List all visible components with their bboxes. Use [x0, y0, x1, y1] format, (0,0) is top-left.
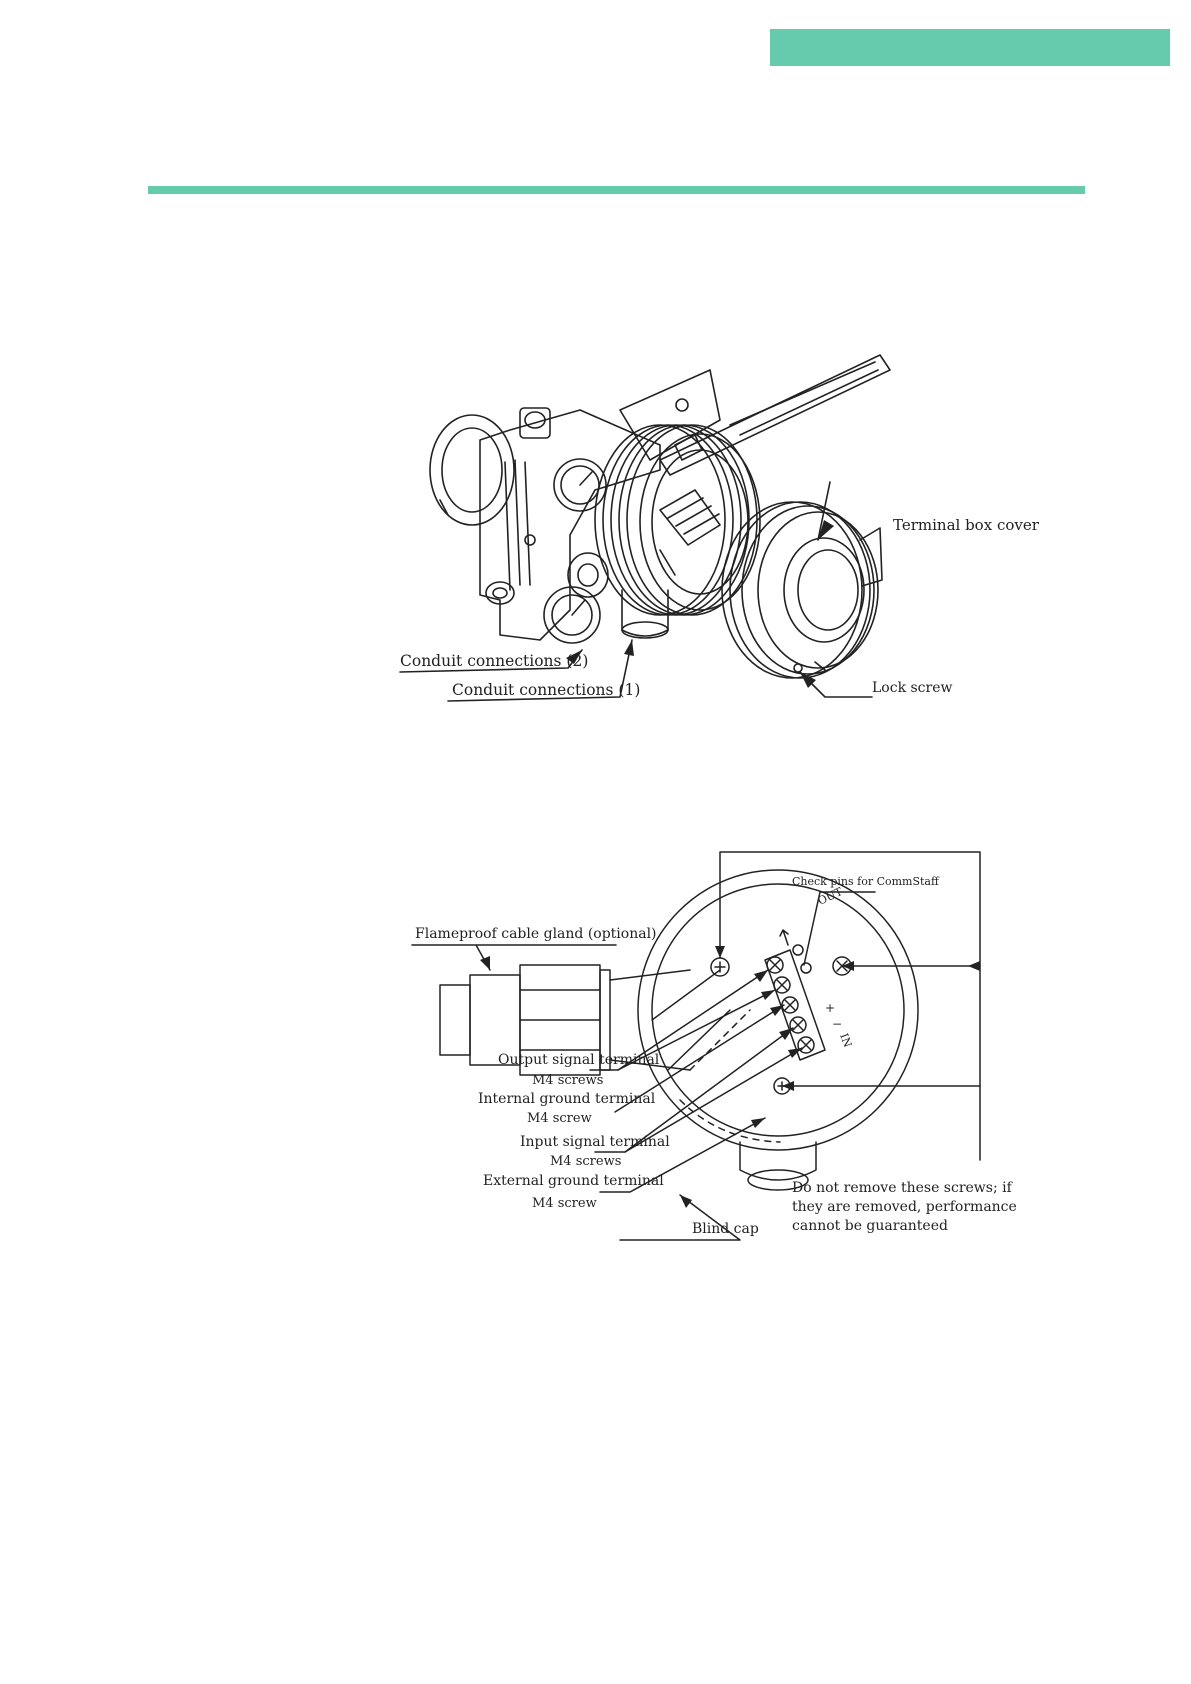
- in-mark: IN: [837, 1032, 854, 1050]
- check-pins-label: Check pins for CommStaff: [792, 875, 940, 888]
- out-mark: OUT: [816, 885, 845, 908]
- output-terminal-label: Output signal terminal: [498, 1052, 660, 1068]
- input-screws-label: M4 screws: [550, 1154, 621, 1169]
- output-screws-label: M4 screws: [532, 1073, 603, 1088]
- external-screw-label: M4 screw: [532, 1196, 597, 1211]
- conduit-connections-2-label: Conduit connections (2): [400, 652, 588, 670]
- header-tab: [770, 29, 1170, 66]
- input-terminal-label: Input signal terminal: [520, 1134, 670, 1150]
- cable-gland-label: Flameproof cable gland (optional): [415, 926, 657, 942]
- conduit-connections-1-label: Conduit connections (1): [452, 681, 640, 699]
- internal-screw-label: M4 screw: [527, 1111, 592, 1126]
- internal-ground-label: Internal ground terminal: [478, 1091, 656, 1107]
- terminal-box-cover-label: Terminal box cover: [893, 516, 1040, 534]
- terminal-housing-illustration: [594, 424, 761, 616]
- warning-line-3: cannot be guaranteed: [792, 1218, 948, 1234]
- terminal-wiring-figure: OUT IN + − Check pins for CommStaff Flam…: [411, 851, 1017, 1241]
- terminal-box-cover-illustration: [721, 501, 883, 679]
- blind-cap-label: Blind cap: [692, 1221, 759, 1237]
- lock-screw-label: Lock screw: [872, 680, 953, 696]
- housing-illustration: [637, 869, 919, 1191]
- warning-line-1: Do not remove these screws; if: [792, 1180, 1014, 1196]
- terminal-block-illustration: [764, 929, 826, 1061]
- positioner-exterior-figure: Terminal box cover Conduit connections (…: [399, 354, 1040, 702]
- minus-mark: −: [832, 1017, 842, 1031]
- section-rule: [148, 186, 1085, 194]
- warning-line-2: they are removed, performance: [792, 1199, 1017, 1215]
- plus-mark: +: [825, 1001, 835, 1015]
- positioner-body-illustration: [429, 407, 669, 644]
- external-ground-label: External ground terminal: [483, 1173, 664, 1189]
